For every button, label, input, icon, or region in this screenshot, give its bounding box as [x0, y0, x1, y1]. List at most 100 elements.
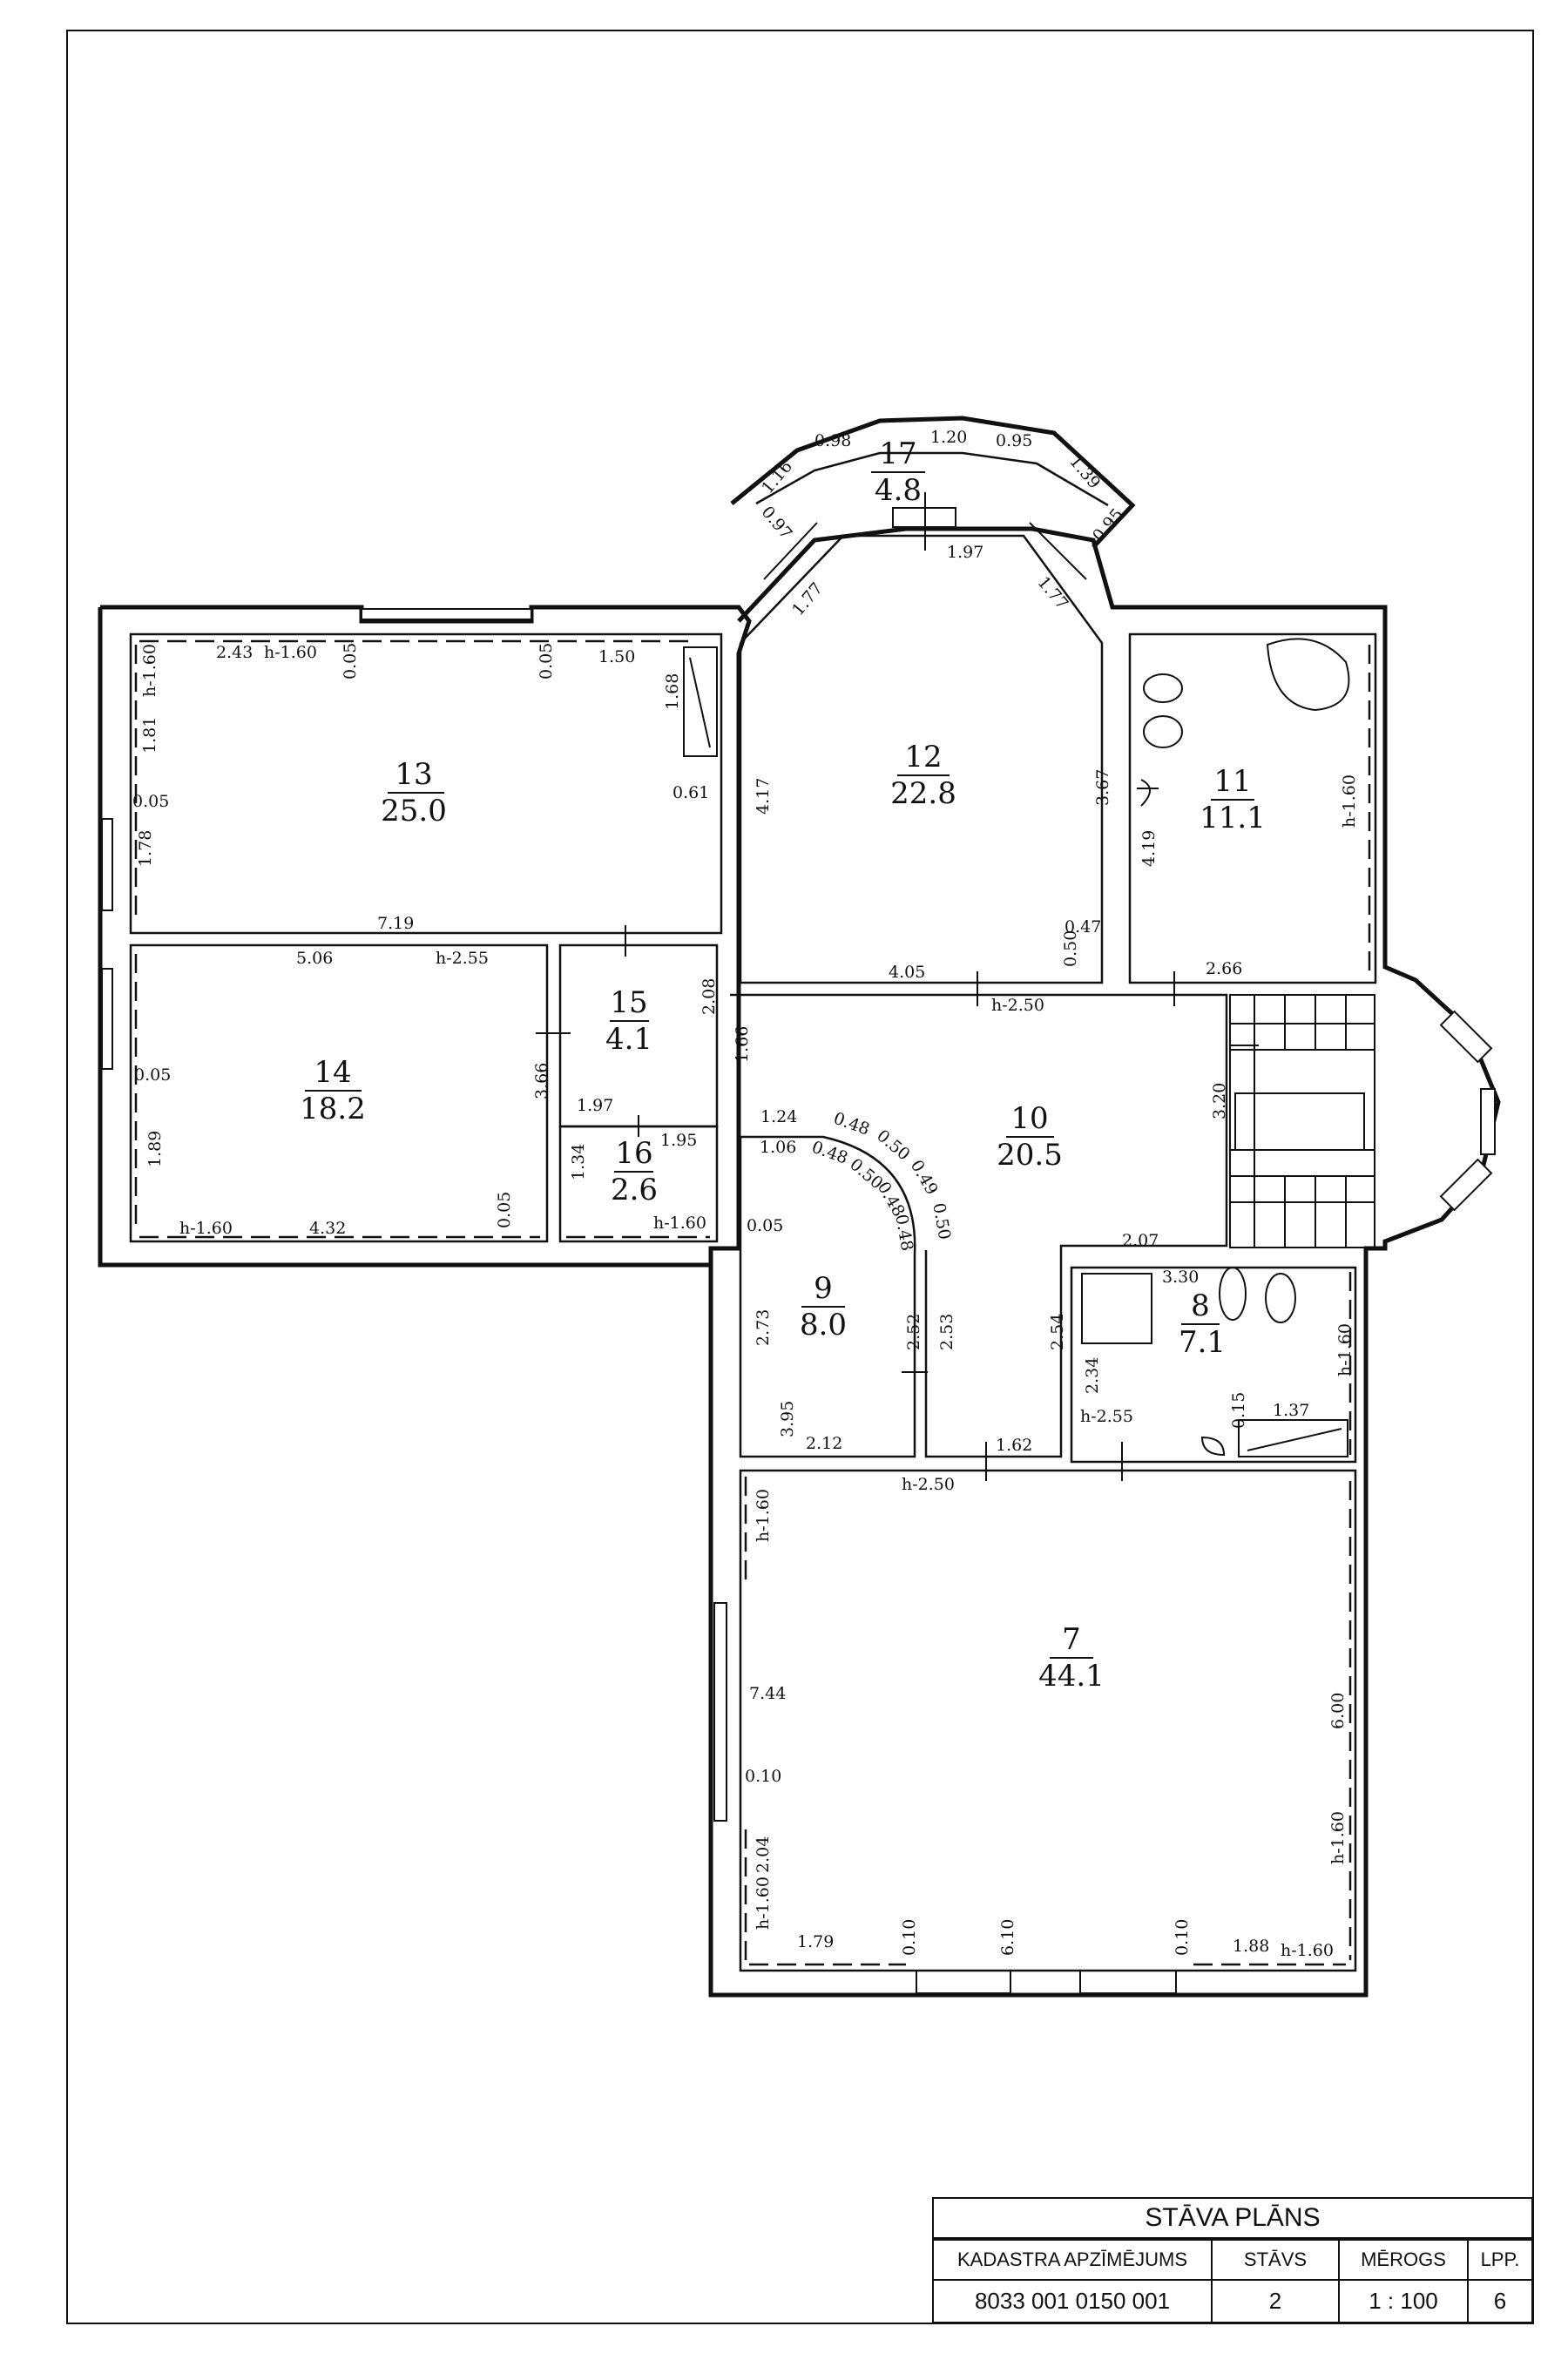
dim-label: 1.66 — [733, 1026, 752, 1063]
room-9-area: 8.0 — [800, 1308, 847, 1342]
dim-label: 1.39 — [1065, 452, 1104, 493]
dim-label: 1.68 — [663, 673, 682, 710]
outer-wall-central — [708, 526, 1501, 1998]
room-8-area: 7.1 — [1179, 1325, 1226, 1360]
dim-label: 0.05 — [495, 1192, 514, 1228]
dim-label: 4.32 — [309, 1219, 346, 1238]
dim-label: 2.08 — [700, 978, 719, 1015]
title-block-page-value: 6 — [1467, 2279, 1533, 2323]
dim-label: h-1.60 — [1328, 1811, 1348, 1864]
dim-label: 2.07 — [1122, 1231, 1159, 1250]
bay-wall — [730, 416, 1136, 549]
dim-label: h-1.60 — [1335, 1323, 1355, 1376]
window — [101, 968, 113, 1070]
dim-label: h-2.50 — [991, 996, 1044, 1015]
sheet-frame — [66, 30, 1534, 2324]
dim-label: 0.48 — [831, 1109, 872, 1139]
room-11-number: 11 — [1213, 764, 1251, 799]
room-16-area: 2.6 — [611, 1173, 658, 1207]
dim-label: 1.79 — [797, 1932, 834, 1951]
room-14-area: 18.2 — [300, 1092, 366, 1126]
dim-label: h-2.50 — [902, 1475, 955, 1494]
stair-treads — [1230, 995, 1375, 1248]
dim-label: 1.95 — [660, 1131, 697, 1150]
dim-label: 2.53 — [937, 1314, 956, 1350]
title-block-scale-value: 1 : 100 — [1338, 2279, 1469, 2323]
dim-label: h-2.55 — [436, 949, 489, 968]
window — [763, 522, 818, 580]
room-14-outline — [129, 943, 549, 1243]
dim-label: h-1.60 — [264, 643, 317, 662]
dim-label: 0.49 — [907, 1157, 942, 1199]
dim-label: 2.04 — [754, 1836, 773, 1873]
title-block-header-scale: MĒROGS — [1338, 2239, 1469, 2281]
dim-label: 4.17 — [754, 778, 773, 815]
window — [916, 1970, 1011, 1994]
window — [713, 1602, 727, 1822]
dim-label: 1.81 — [140, 717, 159, 754]
room-9-outline — [739, 1135, 916, 1458]
dim-label: 0.61 — [672, 783, 709, 802]
window — [1079, 1970, 1177, 1994]
dim-label: h-1.60 — [1340, 774, 1359, 828]
dim-label: 0.05 — [134, 1065, 171, 1085]
room-7-area: 44.1 — [1038, 1659, 1105, 1694]
room-14-number: 14 — [314, 1055, 351, 1090]
dim-label: 7.44 — [749, 1684, 786, 1703]
dim-label: 1.37 — [1273, 1401, 1309, 1420]
dim-label: 2.52 — [904, 1314, 923, 1350]
room-13-outline — [129, 632, 723, 935]
dim-label: 0.47 — [1064, 917, 1101, 937]
room-15-area: 4.1 — [605, 1022, 652, 1057]
dim-label: 1.06 — [760, 1138, 796, 1157]
room-12-outline — [739, 534, 1104, 984]
dim-label: 2.34 — [1083, 1357, 1102, 1394]
dim-label: 3.67 — [1093, 769, 1112, 806]
door-markers — [536, 492, 1175, 1481]
dim-label: 7.19 — [377, 914, 414, 933]
title-block-header-floor: STĀVS — [1211, 2239, 1340, 2281]
dim-label: 0.15 — [1229, 1392, 1248, 1429]
dim-label: 1.62 — [996, 1436, 1032, 1455]
dim-label: 2.54 — [1048, 1314, 1067, 1350]
dim-label: 4.19 — [1139, 830, 1159, 867]
dim-label: 0.10 — [745, 1767, 781, 1786]
dim-label: h-1.60 — [754, 1489, 773, 1542]
dim-label: 6.00 — [1328, 1693, 1348, 1729]
fraction-bars — [305, 471, 1254, 1659]
dim-label: 0.98 — [814, 431, 851, 450]
height-markers — [134, 639, 1371, 1966]
title-block-floor-value: 2 — [1211, 2279, 1340, 2323]
dim-label: 0.50 — [929, 1201, 954, 1241]
room-11-area: 11.1 — [1200, 801, 1266, 835]
window — [1480, 1088, 1496, 1155]
room-17-area: 4.8 — [875, 473, 922, 508]
dim-label: 0.50 — [873, 1126, 914, 1165]
dim-label: 1.16 — [758, 457, 796, 498]
dim-label: h-1.60 — [653, 1214, 706, 1233]
dim-label: 1.77 — [1034, 573, 1072, 614]
dim-label: h-2.55 — [1080, 1407, 1133, 1426]
dim-label: 2.12 — [806, 1434, 842, 1453]
room-13-area: 25.0 — [381, 794, 447, 828]
dim-label: 1.97 — [577, 1096, 613, 1115]
dim-label: 0.05 — [341, 643, 360, 680]
dim-label: 1.89 — [145, 1131, 165, 1167]
dim-label: 4.05 — [889, 963, 925, 982]
dim-label: 0.95 — [996, 431, 1032, 450]
window — [1439, 1158, 1493, 1212]
room-12-area: 22.8 — [890, 776, 956, 811]
dim-label: 1.24 — [760, 1107, 797, 1126]
dim-label: 5.06 — [296, 949, 333, 968]
title-block-header-page: LPP. — [1467, 2239, 1533, 2281]
dim-label: 1.34 — [569, 1144, 588, 1180]
room-10-outline — [730, 993, 1228, 1458]
dim-label: 1.88 — [1233, 1937, 1269, 1956]
window — [101, 818, 113, 911]
room-8-number: 8 — [1191, 1288, 1210, 1323]
dimension-labels: 0.98 1.20 0.95 1.16 1.39 0.97 0.95 1.97 … — [132, 428, 1359, 1960]
dim-label: h-1.60 — [754, 1877, 773, 1930]
room-17-number: 17 — [879, 436, 916, 471]
dim-label: h-1.60 — [140, 644, 159, 697]
